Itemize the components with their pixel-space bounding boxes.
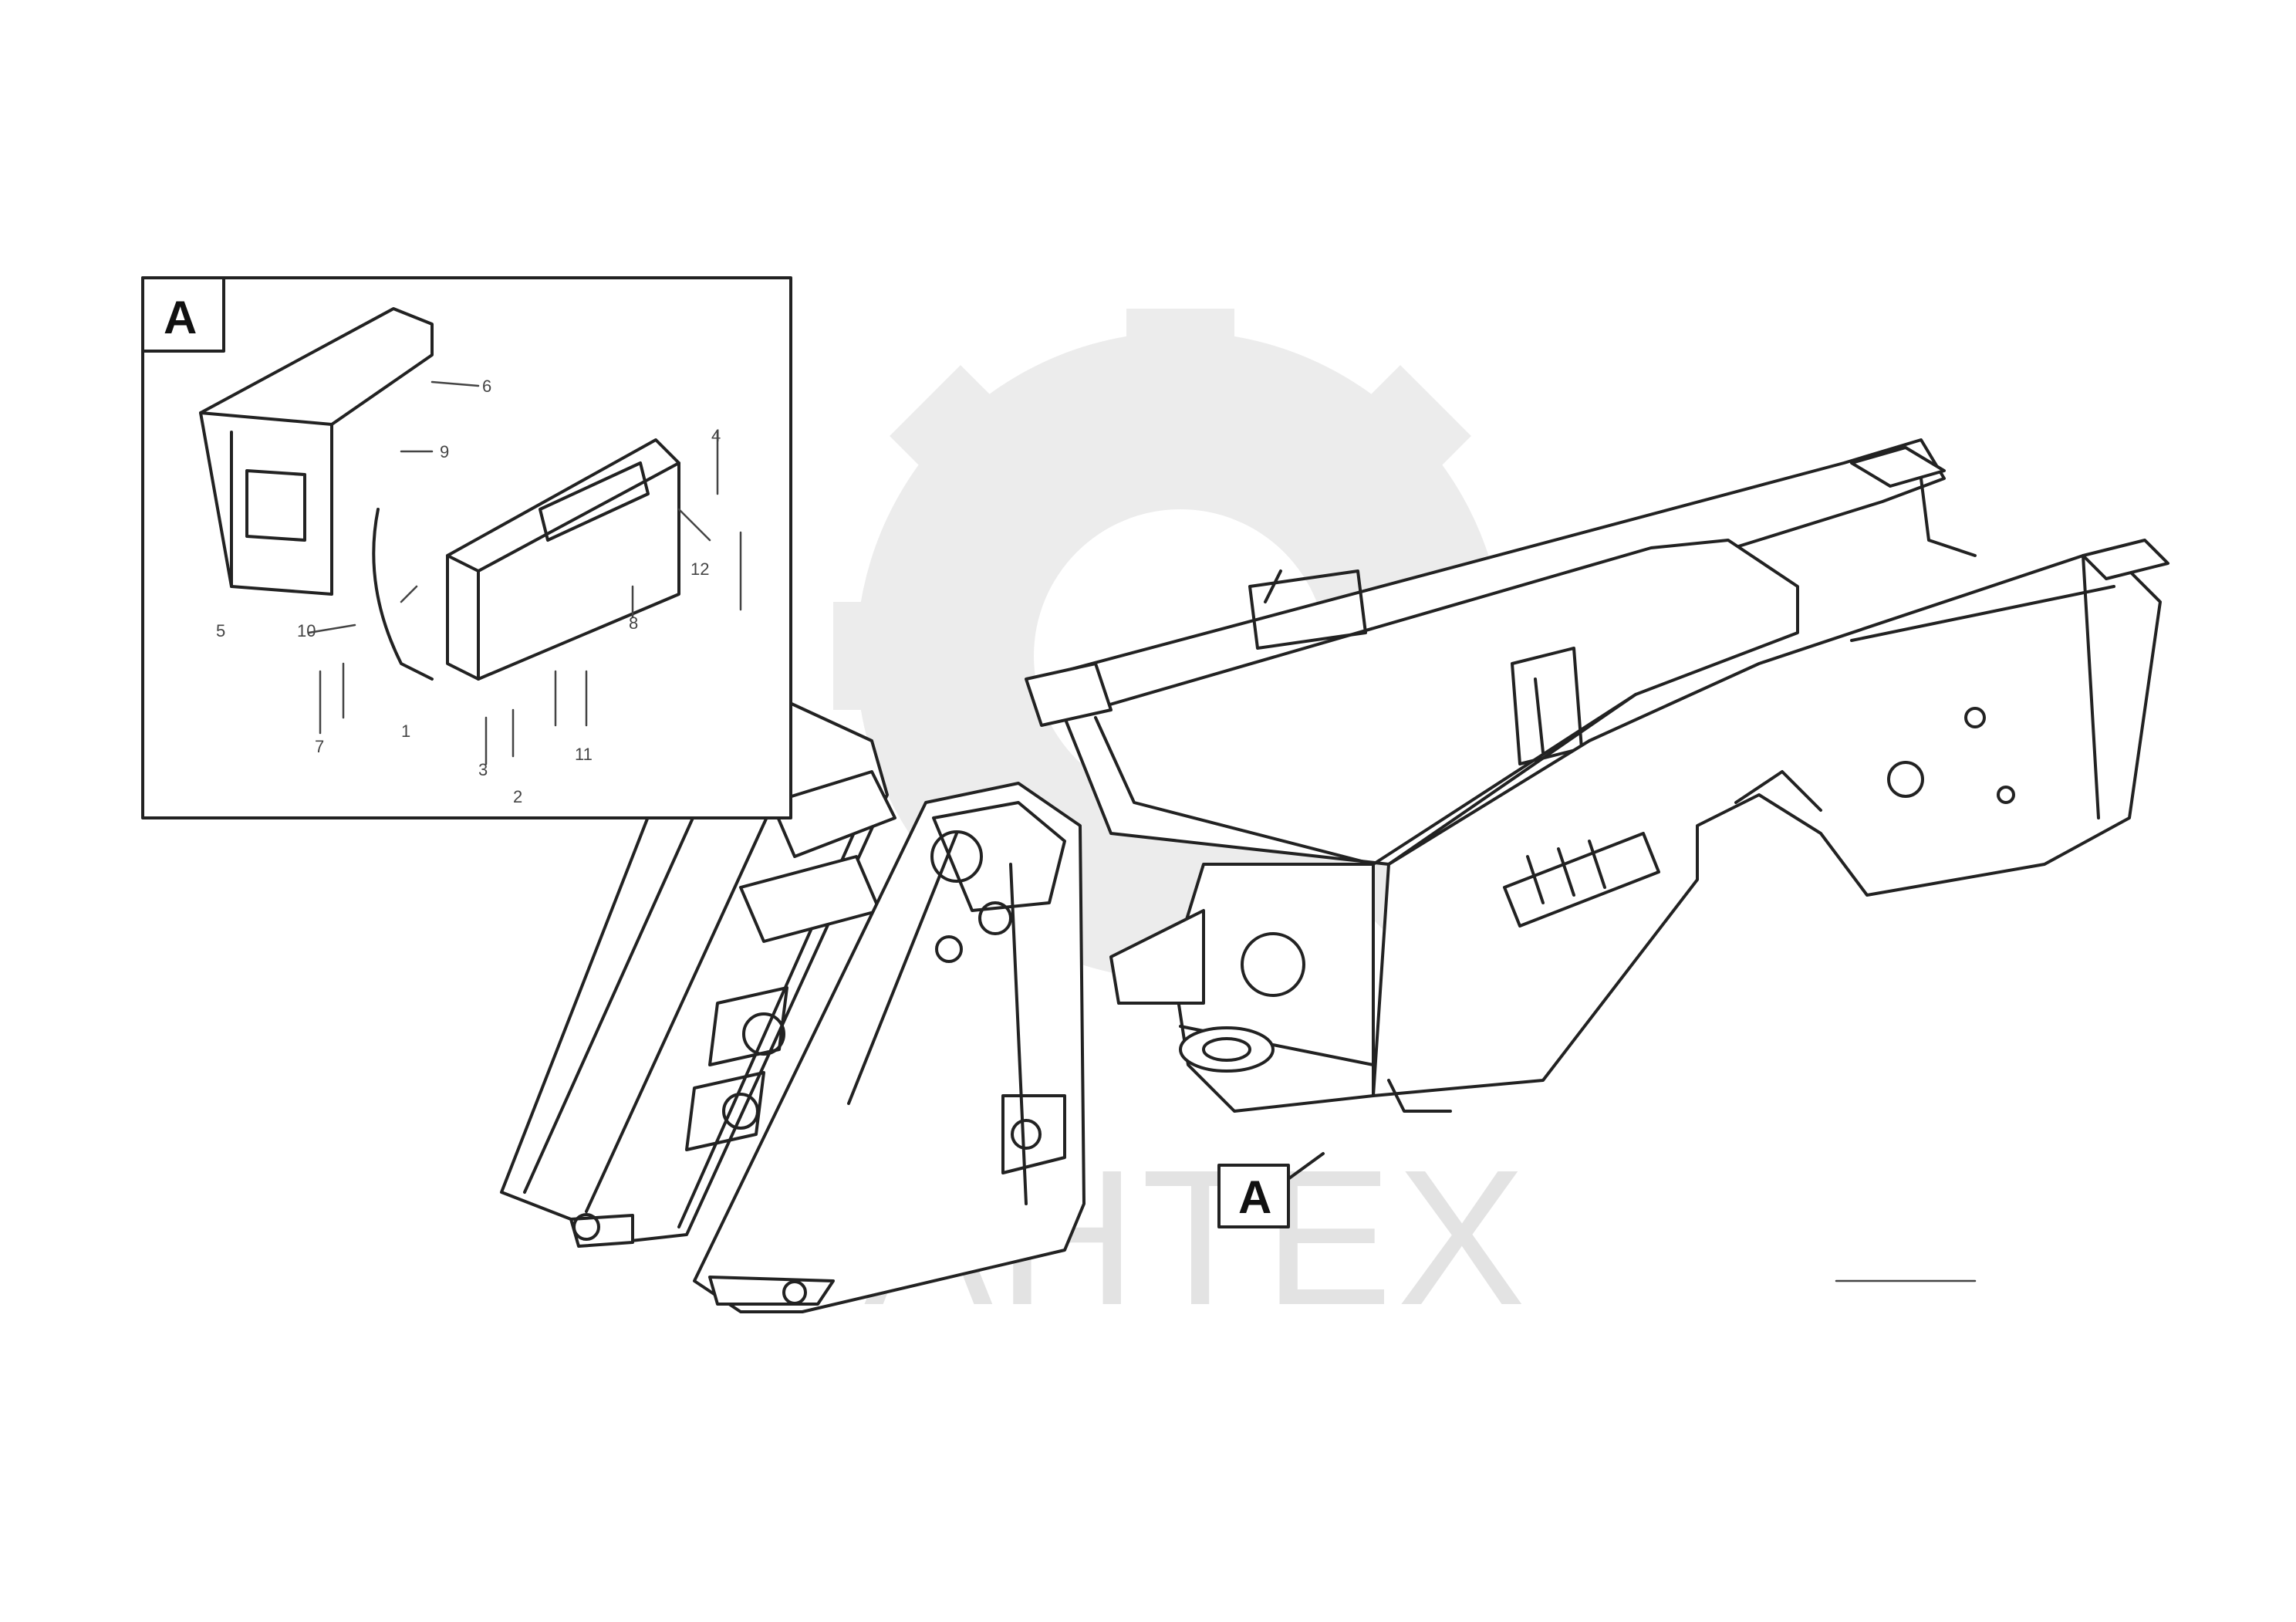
rear-frame	[1025, 438, 2169, 1113]
callout: 5	[216, 621, 225, 640]
callout: 11	[575, 745, 593, 764]
callout: 3	[478, 760, 488, 779]
callout: 6	[482, 377, 491, 396]
callout: 1	[401, 721, 410, 741]
callout: 8	[629, 613, 638, 633]
callout: 10	[297, 621, 316, 640]
view-marker-label: A	[1238, 1171, 1271, 1223]
detail-inset: A 6 9 4 12 5 8 10 7 1	[141, 276, 792, 819]
callout: 7	[315, 737, 324, 756]
callout: 2	[513, 787, 522, 806]
callout: 9	[440, 442, 449, 461]
callout: 4	[711, 426, 721, 445]
callout: 12	[690, 559, 709, 579]
front-frame	[500, 693, 1086, 1313]
inset-tag: A	[164, 292, 197, 343]
view-marker: A	[1217, 1152, 1325, 1228]
